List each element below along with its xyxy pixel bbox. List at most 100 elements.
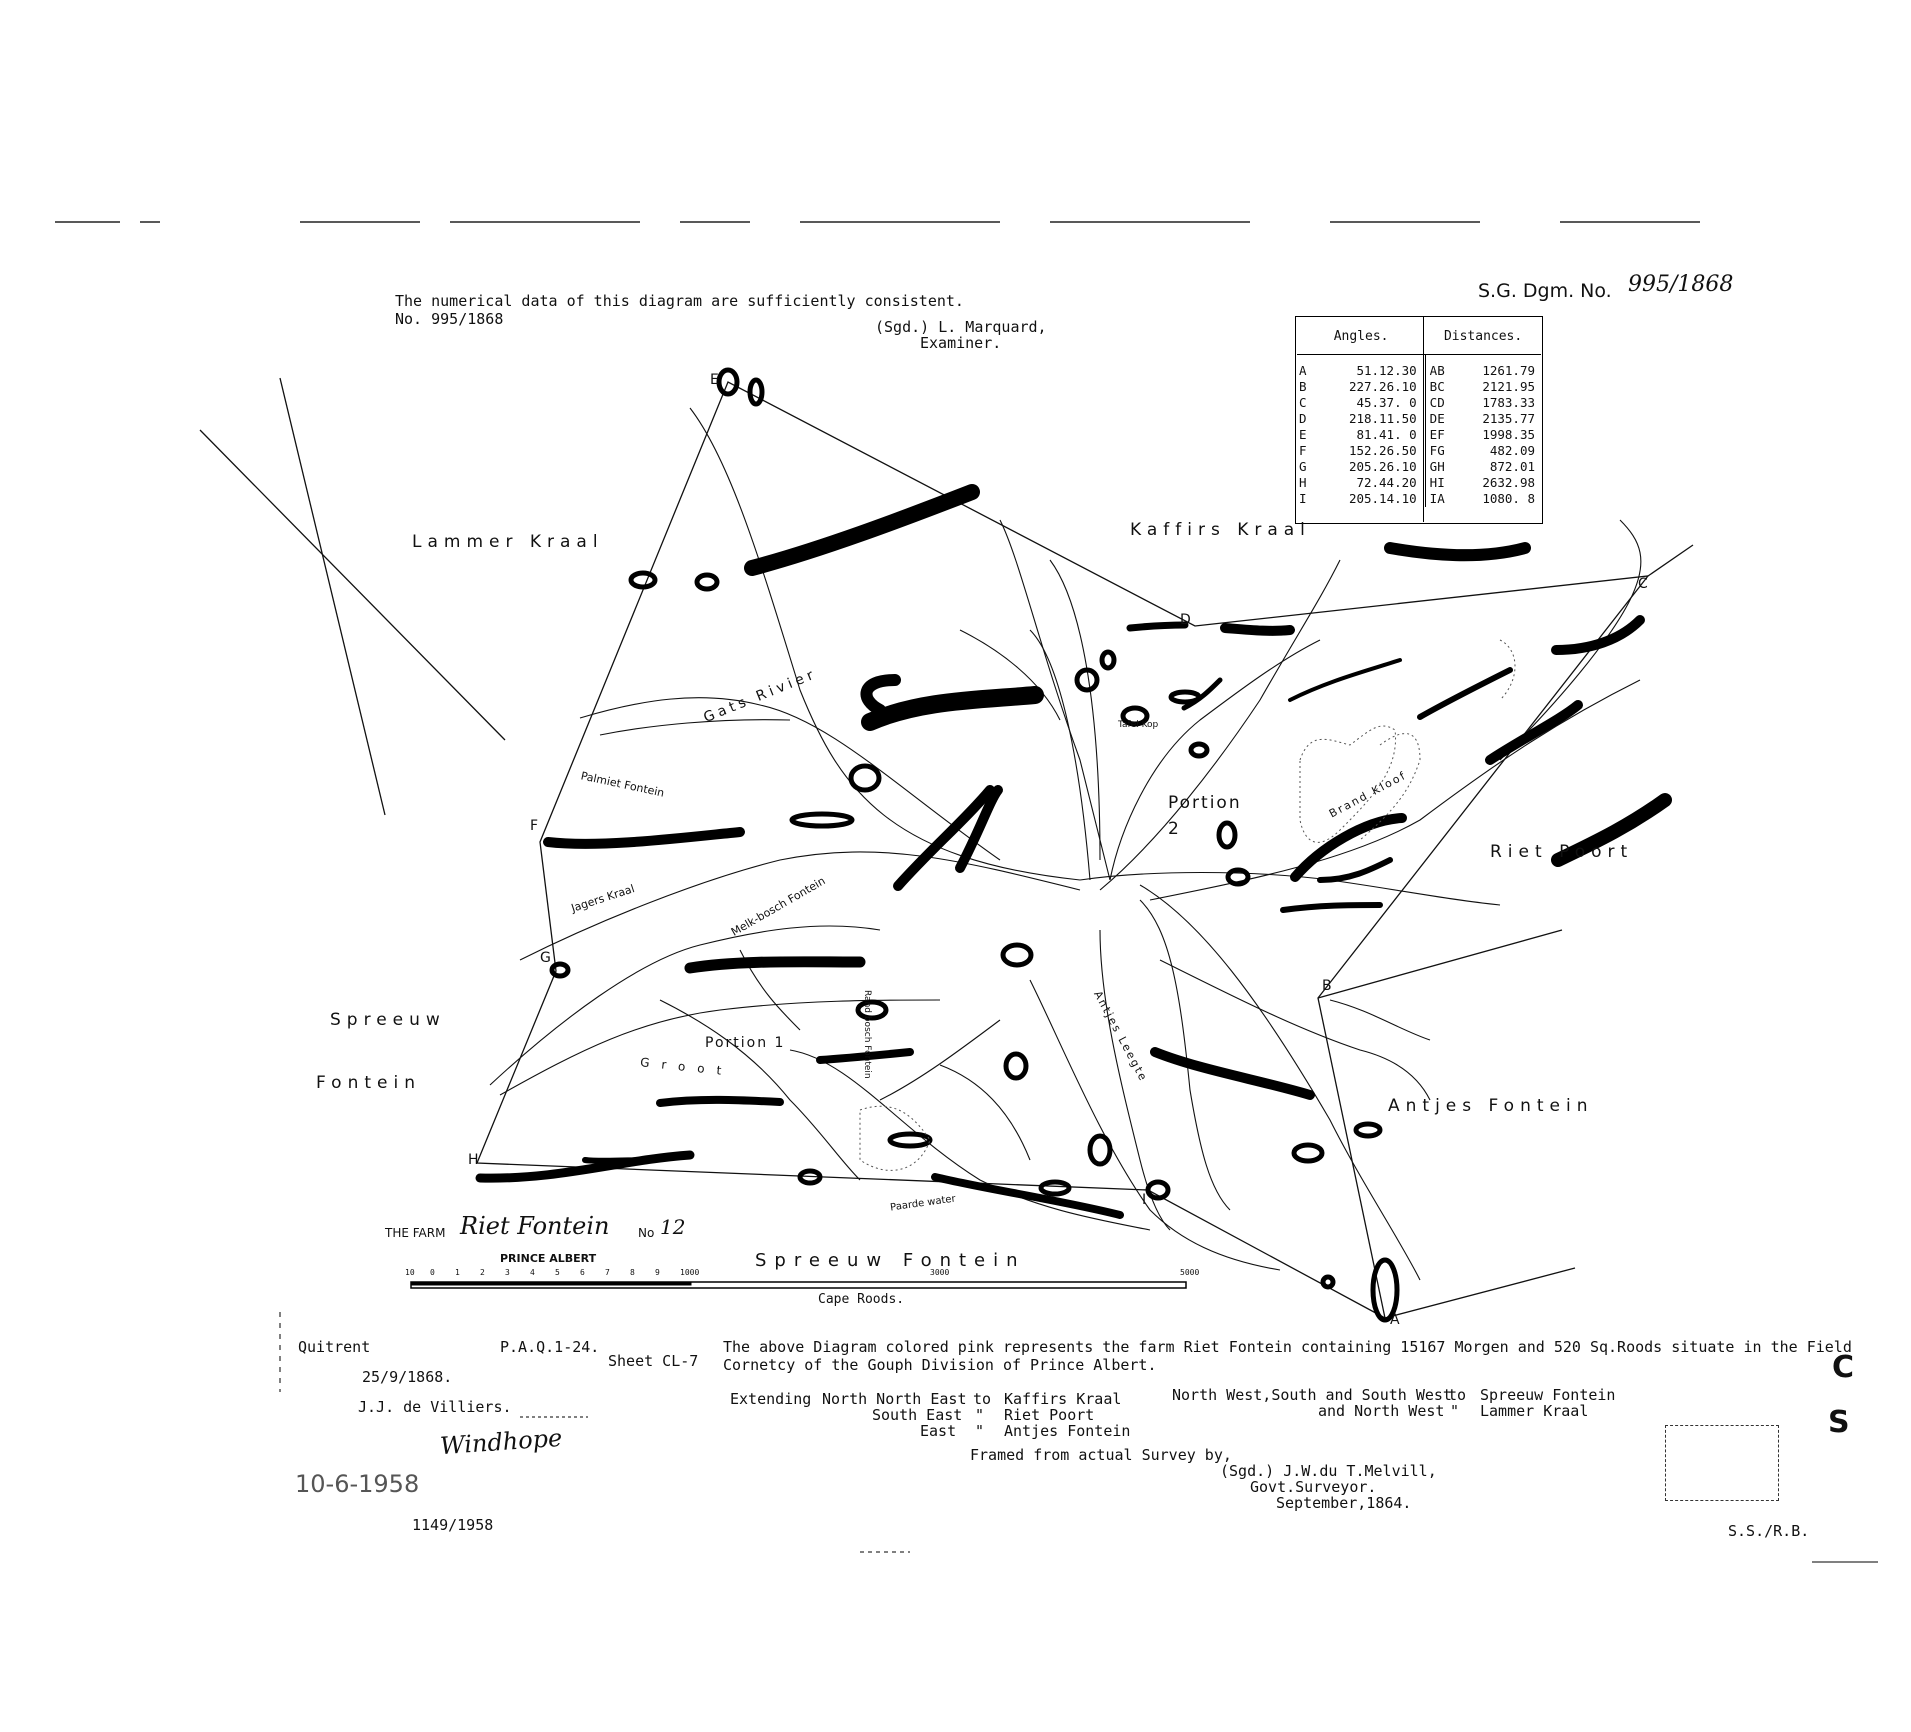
row-distance: 1080. 8 (1482, 491, 1535, 506)
row-angle: 205.14.10 (1315, 491, 1426, 507)
label-rand-bosch-fontein: Rand bosch Fontein (862, 990, 872, 1079)
row-point: C (1299, 395, 1307, 410)
hill-ridges (475, 484, 1672, 1219)
direction-nw: and North West (1318, 1402, 1445, 1420)
row-line: BC (1429, 379, 1445, 394)
direction-se: South East (872, 1406, 963, 1424)
row-point: G (1299, 459, 1307, 474)
row-line: HI (1429, 475, 1445, 490)
neighbour-antjes-fontein: Antjes Fontein (1004, 1422, 1131, 1440)
description-line-1: The above Diagram colored pink represent… (723, 1338, 1852, 1356)
farm-boundary (199, 377, 1694, 1319)
row-line: AB (1429, 363, 1445, 378)
note-number: No. 995/1868 (395, 310, 504, 328)
distances-header: Distances. (1425, 318, 1541, 355)
consistency-note: The numerical data of this diagram are s… (395, 292, 964, 310)
row-distance: 1783.33 (1482, 395, 1535, 410)
paq-reference: P.A.Q.1-24. (500, 1338, 600, 1356)
row-distance: 1998.35 (1482, 427, 1535, 442)
scale-tick-label: 1000 (680, 1268, 700, 1277)
de-villiers-name: J.J. de Villiers. (358, 1398, 512, 1416)
ditto-2: " (975, 1422, 985, 1440)
farm-no-label: No (638, 1226, 655, 1240)
scale-label: Cape Roods. (818, 1292, 905, 1307)
sheet-reference: Sheet CL-7 (608, 1352, 699, 1370)
row-angle: 81.41. 0 (1315, 427, 1426, 443)
beacon-a: A (1390, 1312, 1400, 1328)
beacon-b: B (1322, 978, 1332, 994)
ditto-3: " (1450, 1402, 1460, 1420)
row-point: E (1299, 427, 1307, 442)
scale-tick-label: 0 (430, 1268, 435, 1277)
label-tafel-kop: Tafel Kop (1118, 720, 1159, 730)
hill-ellipses (549, 367, 1400, 1323)
sg-diagram-label: S.G. Dgm. No. (1478, 280, 1612, 302)
row-angle: 72.44.20 (1315, 475, 1426, 491)
row-line: EF (1429, 427, 1445, 442)
survey-date: September,1864. (1276, 1494, 1412, 1512)
scale-tick-label: 7 (605, 1268, 610, 1277)
surveyor-signature: (Sgd.) J.W.du T.Melvill, (1220, 1462, 1437, 1480)
row-point: I (1299, 491, 1307, 506)
row-point: B (1299, 379, 1307, 394)
the-farm-label: THE FARM (385, 1226, 446, 1240)
district-label: PRINCE ALBERT (500, 1252, 597, 1265)
row-distance: 2121.95 (1482, 379, 1535, 394)
quitrent-date: 25/9/1868. (362, 1368, 453, 1386)
beacon-f: F (530, 818, 539, 834)
rivers-and-tracks (489, 407, 1642, 1281)
row-line: CD (1429, 395, 1445, 410)
surveyor-title: Govt.Surveyor. (1250, 1478, 1377, 1496)
direction-nne: North North East (822, 1390, 967, 1408)
region-fontein: Fontein (316, 1073, 421, 1093)
scale-tick-label: 5 (555, 1268, 560, 1277)
row-point: D (1299, 411, 1307, 426)
examiner-signature: (Sgd.) L. Marquard, (875, 318, 1047, 336)
to-label-2: to (1448, 1386, 1467, 1404)
framed-by-label: Framed from actual Survey by, (970, 1446, 1232, 1464)
row-point: F (1299, 443, 1307, 458)
scale-tick-label: 3000 (930, 1268, 950, 1277)
scale-tick-label: 10 (405, 1268, 415, 1277)
quitrent-label: Quitrent (298, 1338, 371, 1356)
scale-tick-label: 1 (455, 1268, 460, 1277)
sg-diagram-number: 995/1868 (1628, 272, 1734, 297)
scale-tick-label: 5000 (1180, 1268, 1200, 1277)
beacon-h: H (468, 1152, 479, 1168)
neighbour-lammer-kraal: Lammer Kraal (1480, 1402, 1589, 1420)
scale-tick-label: 2 (480, 1268, 485, 1277)
beacon-c: C (1638, 576, 1648, 592)
to-label: to (973, 1390, 992, 1408)
row-distance: 872.01 (1489, 459, 1535, 474)
row-line: GH (1429, 459, 1445, 474)
region-lammer-kraal: Lammer Kraal (412, 532, 604, 552)
received-stamp-date: 10-6-1958 (295, 1470, 420, 1498)
row-line: DE (1429, 411, 1445, 426)
row-line: IA (1429, 491, 1445, 506)
scale-tick-label: 9 (655, 1268, 660, 1277)
extending-label: Extending (730, 1390, 812, 1408)
farm-name: Riet Fontein (460, 1212, 610, 1240)
region-spreeuw: Spreeuw (330, 1010, 446, 1030)
cs-letter-c: C (1832, 1350, 1855, 1385)
description-line-2: Cornetcy of the Gouph Division of Prince… (723, 1356, 1157, 1374)
scale-tick-label: 4 (530, 1268, 535, 1277)
row-angle: 227.26.10 (1315, 379, 1426, 395)
cs-letter-s: S (1828, 1405, 1850, 1440)
scale-tick-label: 3 (505, 1268, 510, 1277)
scale-tick-label: 6 (580, 1268, 585, 1277)
kloof-stipple (859, 639, 1516, 1171)
file-number: 1149/1958 (412, 1516, 494, 1534)
region-riet-poort: Riet Poort (1490, 842, 1634, 862)
region-spreeuw-fontein: Spreeuw Fontein (755, 1250, 1026, 1271)
office-stamp (1665, 1425, 1779, 1501)
